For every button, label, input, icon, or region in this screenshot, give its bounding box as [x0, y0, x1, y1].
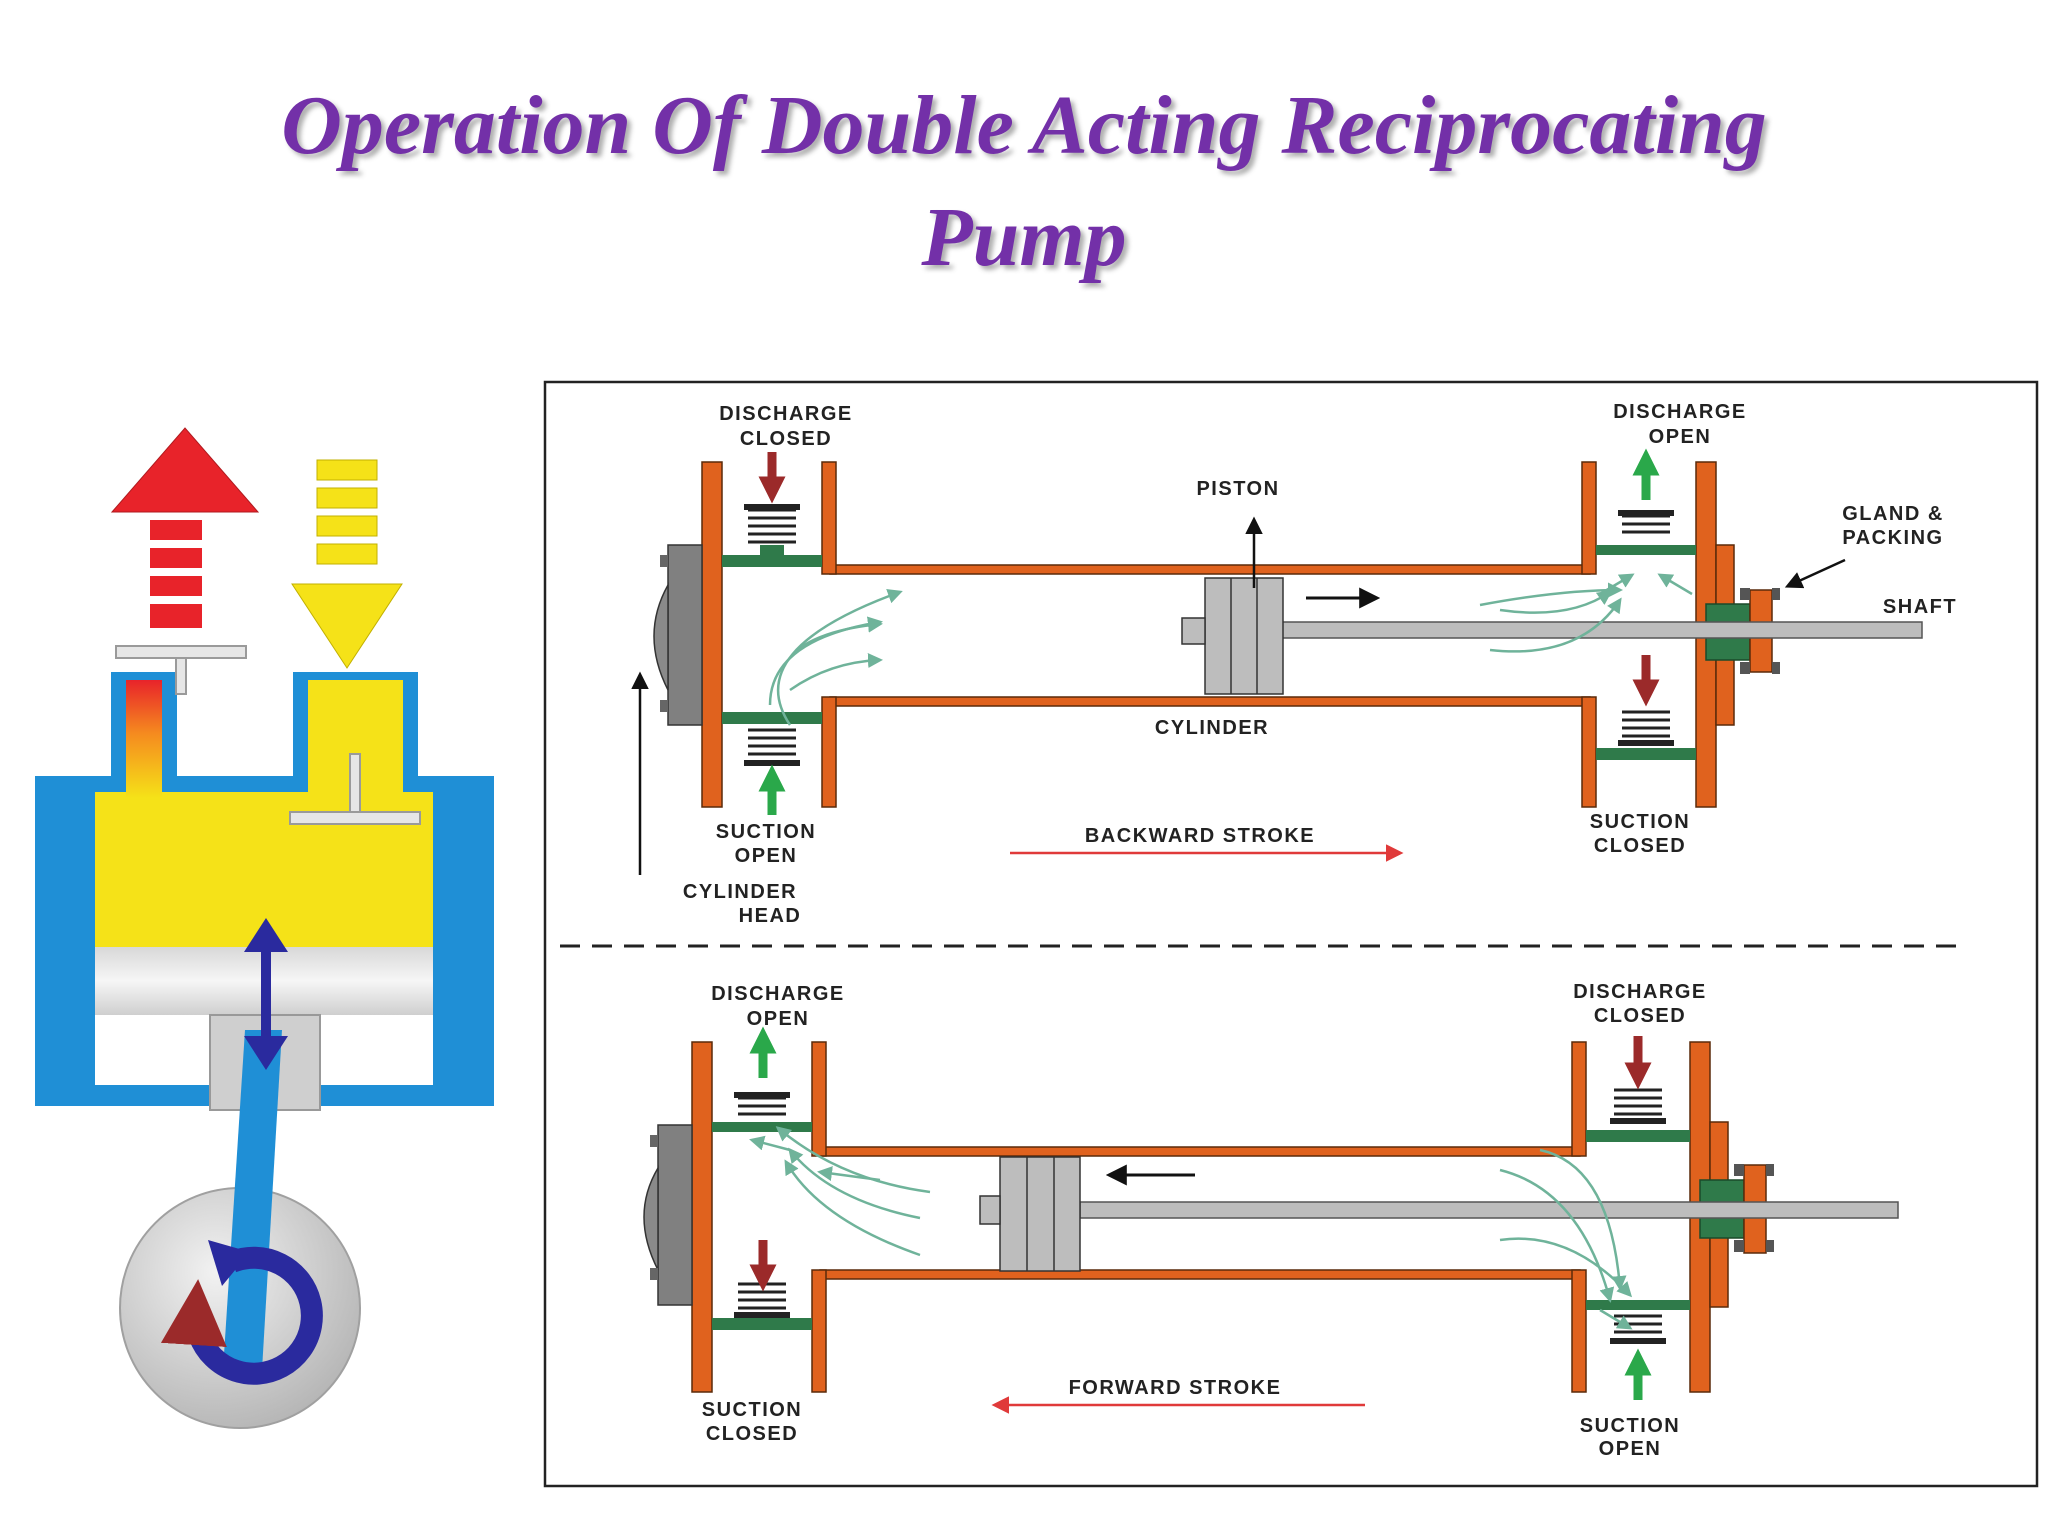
label-discharge-open-2: OPEN	[1649, 426, 1712, 448]
slide-title: Operation Of Double Acting Reciprocating…	[0, 70, 2048, 294]
rotation-arrow-icon	[161, 1246, 323, 1385]
outlet-fluid	[126, 680, 162, 798]
suction-flow-arrow-icon	[291, 459, 403, 669]
piston	[1204, 577, 1284, 695]
label-piston: PISTON	[1196, 478, 1279, 500]
label-f-discharge-closed-1: DISCHARGE	[1573, 981, 1707, 1003]
label-cylinder-head-1: CYLINDER	[683, 881, 797, 903]
rotation-arrow-head	[208, 1240, 250, 1286]
label-discharge-open-1: DISCHARGE	[1613, 401, 1747, 423]
label-cylinder: CYLINDER	[1155, 717, 1269, 739]
flow-arrows	[768, 573, 1693, 726]
connecting-rod	[223, 1030, 282, 1370]
forward-stroke-diagram: DISCHARGE OPEN SUCTION CLOSED DISCHARGE …	[643, 981, 1899, 1460]
label-f-suction-closed-1: SUCTION	[702, 1399, 803, 1421]
label-f-suction-open-1: SUCTION	[1580, 1415, 1681, 1437]
title-line-1: Operation Of Double Acting Reciprocating	[281, 79, 1767, 172]
label-f-discharge-open-1: DISCHARGE	[711, 983, 845, 1005]
label-forward-stroke: FORWARD STROKE	[1069, 1377, 1282, 1399]
label-f-discharge-open-2: OPEN	[747, 1008, 810, 1030]
motion-arrow-down-icon	[244, 1036, 288, 1070]
label-gland-1: GLAND &	[1842, 503, 1944, 525]
shaft	[1281, 621, 1923, 639]
motion-arrow-up-icon	[244, 918, 288, 952]
suction-valve-stem	[349, 753, 361, 813]
label-suction-open-2: OPEN	[735, 845, 798, 867]
label-discharge-closed-2: CLOSED	[740, 428, 832, 450]
label-cylinder-head-2: HEAD	[739, 905, 802, 927]
cylinder-head	[667, 544, 703, 726]
cylinder-top-wall	[829, 564, 1591, 575]
discharge-valve-plate	[115, 645, 247, 659]
simple-pump-illustration	[35, 427, 494, 1429]
title-line-2: Pump	[921, 191, 1127, 284]
label-backward-stroke: BACKWARD STROKE	[1085, 825, 1315, 847]
cylinder-bottom-wall	[829, 696, 1591, 707]
suction-valve-plate	[289, 811, 421, 825]
backward-stroke-diagram: DISCHARGE CLOSED SUCTION OPEN DISCHARGE …	[631, 401, 1957, 927]
label-shaft: SHAFT	[1883, 596, 1957, 618]
label-suction-closed-1: SUCTION	[1590, 811, 1691, 833]
label-f-discharge-closed-2: CLOSED	[1594, 1005, 1686, 1027]
label-f-suction-open-2: OPEN	[1599, 1438, 1662, 1460]
discharge-valve-stem	[175, 657, 187, 695]
label-f-suction-closed-2: CLOSED	[706, 1423, 798, 1445]
label-discharge-closed-1: DISCHARGE	[719, 403, 853, 425]
label-suction-open-1: SUCTION	[716, 821, 817, 843]
discharge-flow-arrow-icon	[110, 427, 260, 628]
label-gland-2: PACKING	[1842, 527, 1943, 549]
label-suction-closed-2: CLOSED	[1594, 835, 1686, 857]
